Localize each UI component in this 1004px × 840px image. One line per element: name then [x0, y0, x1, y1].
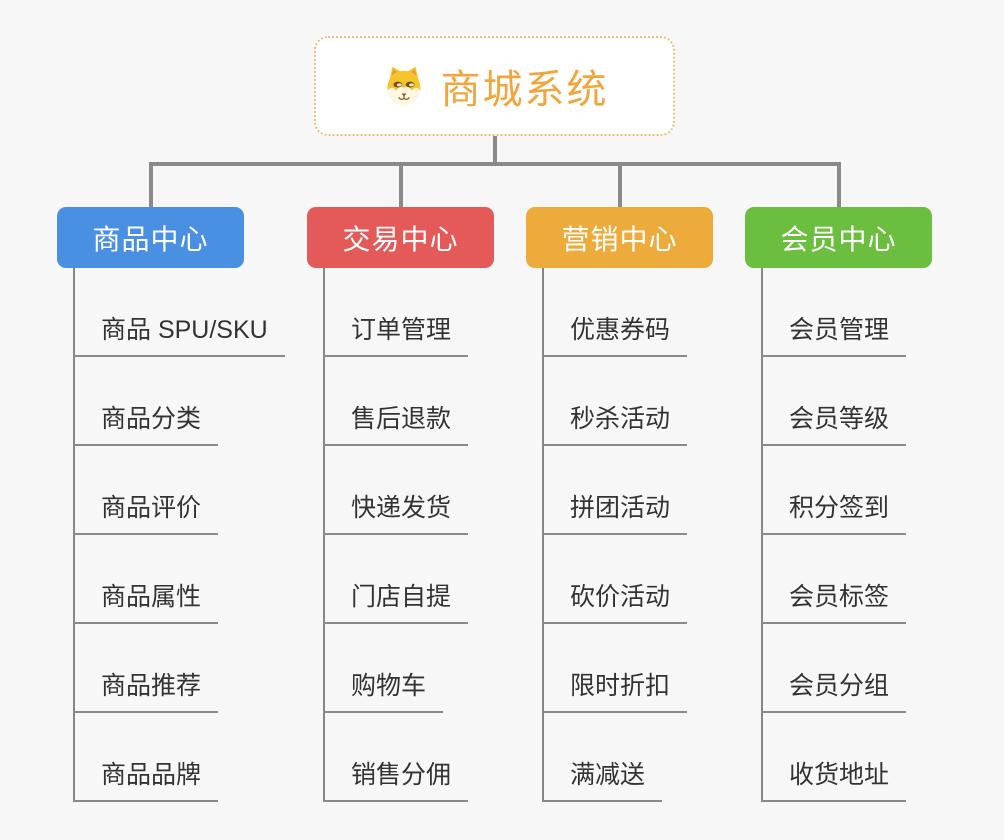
- leaf-topic[interactable]: 会员管理: [761, 314, 907, 357]
- branch-node-3[interactable]: 营销中心: [526, 207, 713, 268]
- branch-children-column: 优惠券码秒杀活动拼团活动砍价活动限时折扣满减送: [542, 268, 792, 802]
- connector-branch-vline: [761, 268, 763, 802]
- branch-children-column: 会员管理会员等级积分签到会员标签会员分组收货地址: [761, 268, 1004, 802]
- shiba-dog-icon: [386, 66, 421, 106]
- leaf-topic[interactable]: 收货地址: [761, 759, 907, 802]
- leaf-topic[interactable]: 商品推荐: [73, 670, 219, 713]
- branch-node-4[interactable]: 会员中心: [745, 207, 932, 268]
- branch-node-label: 交易中心: [342, 223, 459, 255]
- leaf-topic[interactable]: 售后退款: [323, 403, 469, 446]
- branch-node-label: 会员中心: [780, 223, 897, 255]
- leaf-topic[interactable]: 积分签到: [761, 492, 907, 535]
- connector-root-stub: [493, 136, 497, 164]
- leaf-topic[interactable]: 会员标签: [761, 581, 907, 624]
- leaf-topic[interactable]: 购物车: [323, 670, 444, 713]
- leaf-topic[interactable]: 门店自提: [323, 581, 469, 624]
- leaf-topic[interactable]: 商品分类: [73, 403, 219, 446]
- connector-branch-vline: [73, 268, 75, 802]
- root-topic-title: 商城系统: [440, 68, 609, 112]
- branch-node-label: 商品中心: [92, 223, 209, 255]
- connector-branch-drop: [836, 162, 841, 208]
- branch-node-2[interactable]: 交易中心: [307, 207, 494, 268]
- leaf-topic[interactable]: 会员分组: [761, 670, 907, 713]
- leaf-topic[interactable]: 砍价活动: [542, 581, 688, 624]
- leaf-topic[interactable]: 优惠券码: [542, 314, 688, 357]
- leaf-topic[interactable]: 商品 SPU/SKU: [73, 314, 285, 357]
- branch-children-column: 订单管理售后退款快递发货门店自提购物车销售分佣: [323, 268, 573, 802]
- connector-branch-vline: [542, 268, 544, 802]
- leaf-topic[interactable]: 商品属性: [73, 581, 219, 624]
- connector-branch-drop: [398, 162, 403, 208]
- branch-node-label: 营销中心: [561, 223, 678, 255]
- root-topic[interactable]: 商城系统: [314, 36, 675, 136]
- leaf-topic[interactable]: 订单管理: [323, 314, 469, 357]
- connector-branch-vline: [323, 268, 325, 802]
- leaf-topic[interactable]: 快递发货: [323, 492, 469, 535]
- leaf-topic[interactable]: 拼团活动: [542, 492, 688, 535]
- leaf-topic[interactable]: 秒杀活动: [542, 403, 688, 446]
- leaf-topic[interactable]: 销售分佣: [323, 759, 469, 802]
- leaf-topic[interactable]: 满减送: [542, 759, 663, 802]
- connector-branch-drop: [617, 162, 622, 208]
- connector-branch-drop: [148, 162, 153, 208]
- branch-children-column: 商品 SPU/SKU 商品分类商品评价商品属性商品推荐商品品牌: [73, 268, 323, 802]
- connector-rail: [149, 162, 841, 166]
- leaf-topic[interactable]: 限时折扣: [542, 670, 688, 713]
- leaf-topic[interactable]: 会员等级: [761, 403, 907, 446]
- leaf-topic[interactable]: 商品品牌: [73, 759, 219, 802]
- branch-node-1[interactable]: 商品中心: [57, 207, 244, 268]
- leaf-topic[interactable]: 商品评价: [73, 492, 219, 535]
